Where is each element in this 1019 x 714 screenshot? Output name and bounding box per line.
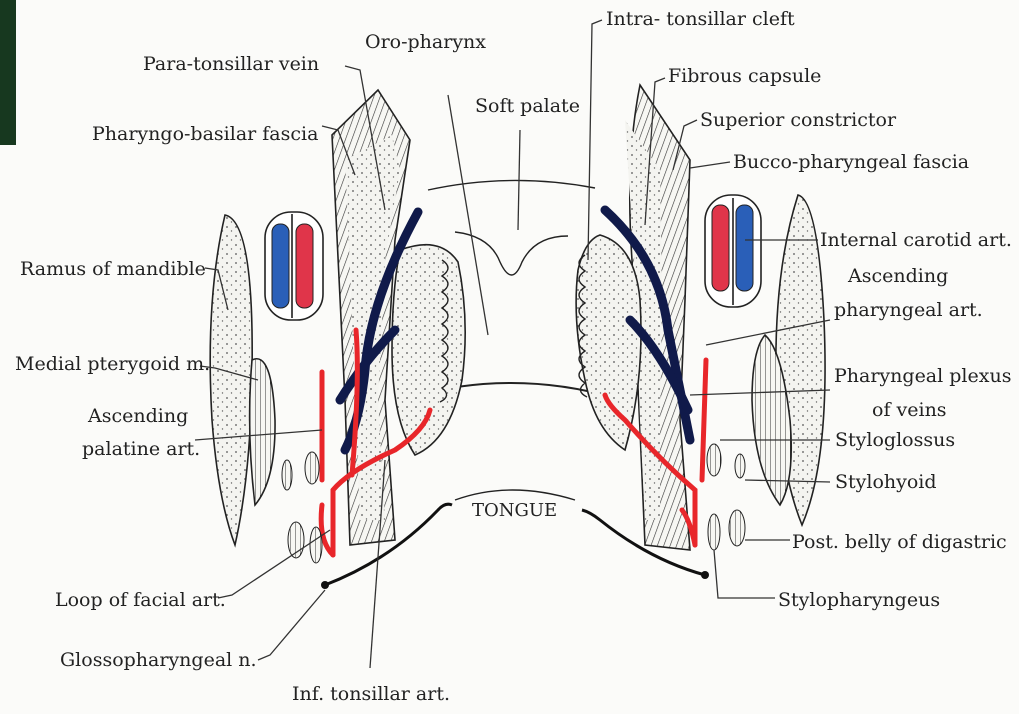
label-pharyngeal-plexus-1: Pharyngeal plexus <box>834 365 1011 387</box>
label-inf-tonsillar-art: Inf. tonsillar art. <box>292 683 450 705</box>
digastric-right <box>729 510 745 546</box>
label-post-belly-digastric: Post. belly of digastric <box>792 531 1007 553</box>
stylohyoid-right <box>735 454 745 478</box>
label-para-tonsillar-vein: Para-tonsillar vein <box>143 53 319 75</box>
label-fibrous-capsule: Fibrous capsule <box>668 65 821 87</box>
label-loop-of-facial-art: Loop of facial art. <box>55 589 226 611</box>
tonsil-right <box>576 235 641 450</box>
stylopharyngeus-right <box>708 514 720 550</box>
label-tongue: TONGUE <box>472 500 557 521</box>
styloglossus-right <box>707 444 721 476</box>
lead-bucco-pharyngeal <box>690 162 730 168</box>
carotid-sheath-left <box>265 212 323 320</box>
soft-palate-upper <box>428 180 595 190</box>
tonsil-left <box>392 245 465 455</box>
label-internal-carotid-art: Internal carotid art. <box>820 229 1012 251</box>
lead-intra-tonsillar <box>588 20 602 260</box>
ascending-pharyngeal-right <box>702 360 706 480</box>
stylohyoid-left <box>282 460 292 490</box>
ramus-of-mandible-left <box>210 215 252 545</box>
label-superior-constrictor: Superior constrictor <box>700 109 897 131</box>
carotid-sheath-right <box>705 195 761 307</box>
label-ramus-of-mandible: Ramus of mandible <box>20 258 206 280</box>
glossopharyngeal-dot-right <box>701 571 709 579</box>
tongue-base <box>455 490 575 500</box>
medial-pterygoid-left <box>250 359 275 505</box>
label-soft-palate: Soft palate <box>475 95 580 117</box>
label-intra-tonsillar-cleft: Intra- tonsillar cleft <box>606 8 795 30</box>
styloglossus-left <box>305 452 319 484</box>
label-styloglossus: Styloglossus <box>835 429 955 451</box>
label-ascending-palatine-1: Ascending <box>87 405 188 427</box>
label-stylopharyngeus: Stylopharyngeus <box>778 589 940 611</box>
label-glossopharyngeal-n: Glossopharyngeal n. <box>60 649 257 671</box>
label-pharyngo-basilar-fascia: Pharyngo-basilar fascia <box>92 123 318 145</box>
label-bucco-pharyngeal-fascia: Bucco-pharyngeal fascia <box>733 151 969 173</box>
label-stylohyoid: Stylohyoid <box>835 471 937 493</box>
label-ascending-pharyngeal-1: Ascending <box>847 265 948 287</box>
lead-glossopharyngeal <box>258 590 325 660</box>
stylopharyngeus-left <box>310 527 322 563</box>
label-ascending-palatine-2: palatine art. <box>82 438 200 460</box>
label-ascending-pharyngeal-2: pharyngeal art. <box>834 299 983 321</box>
label-oro-pharynx: Oro-pharynx <box>365 31 486 53</box>
label-pharyngeal-plexus-2: of veins <box>872 399 947 421</box>
glossopharyngeal-dot-left <box>321 581 329 589</box>
label-medial-pterygoid: Medial pterygoid m. <box>15 353 210 375</box>
lead-stylopharyngeus <box>714 550 775 598</box>
